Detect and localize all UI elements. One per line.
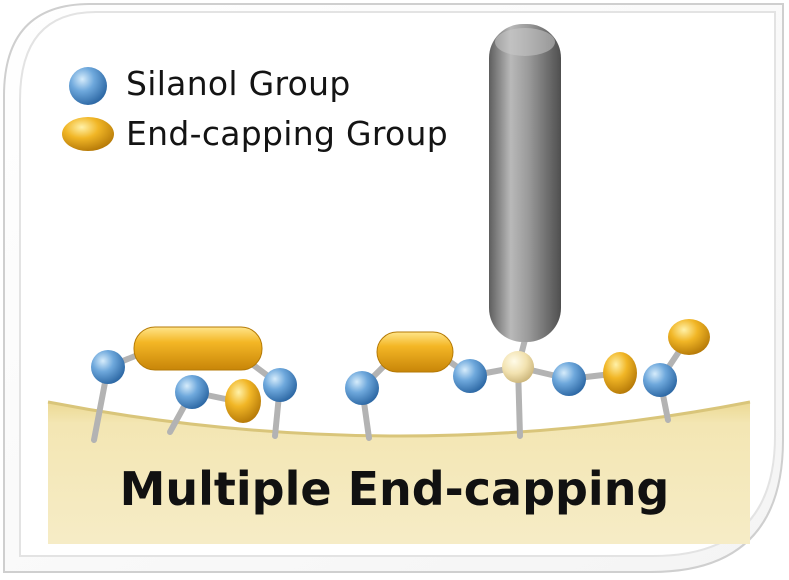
- legend-silanol-label: Silanol Group: [126, 64, 351, 103]
- legend-silanol-marker: [69, 67, 107, 105]
- frame-inner-border: [19, 11, 776, 557]
- linker-atom: [502, 351, 534, 383]
- endcap-groups: [133, 319, 710, 423]
- silica-surface: [48, 402, 750, 544]
- bonded-phase-rod: [489, 24, 561, 342]
- silanol-groups: [91, 350, 677, 409]
- legend-endcap-marker: [62, 117, 114, 151]
- diagram-title: Multiple End-capping: [119, 462, 670, 516]
- silica-surface-edge: [47, 400, 751, 438]
- legend-endcap-label: End-capping Group: [126, 114, 448, 153]
